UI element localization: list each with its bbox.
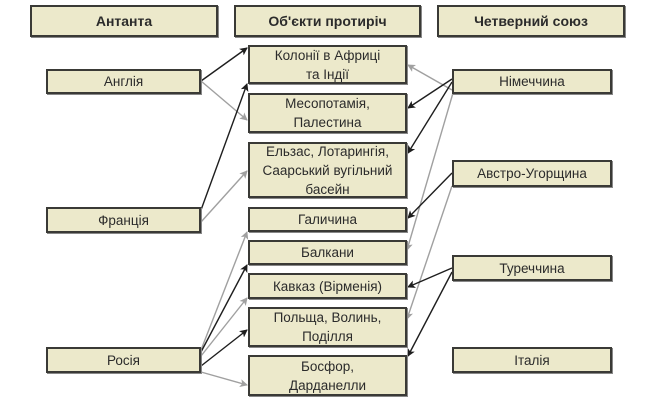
arrow-england-mesopotamia [200,80,248,121]
object-alsace: Ельзас, Лотарингія, Саарський вугільний … [248,142,407,198]
arrow-austria-poland [405,185,453,320]
arrow-germany-colonies [407,64,453,91]
arrow-russia-galicia [200,231,249,351]
country-turkey: Туреччина [452,255,612,281]
object-bosporus: Босфор, Дарданелли [248,355,407,396]
arrow-russia-caucasus [200,297,248,357]
country-italy: Італія [452,347,612,373]
arrow-russia-poland [200,329,248,367]
country-france: Франція [46,207,201,233]
object-mesopotamia: Месопотамія, Палестина [248,93,407,133]
arrow-france-colonies [200,83,249,211]
arrow-russia-bosporus [200,371,248,387]
header-quadruple-alliance: Четверний союз [437,5,625,37]
object-colonies: Колонії в Африці та Індії [248,45,407,84]
object-caucasus: Кавказ (Вірменія) [248,273,407,299]
arrow-germany-balkans [405,92,454,251]
arrow-germany-mesopotamia [407,78,453,109]
object-balkans: Балкани [248,240,407,265]
object-poland: Польща, Волинь, Поділля [248,307,407,347]
country-austria-hungary: Австро-Угорщина [452,160,612,187]
object-galicia: Галичина [248,207,407,232]
header-objects: Об'єкти протиріч [234,5,421,37]
arrow-germany-alsace [407,81,453,154]
header-entente: Антанта [30,5,218,37]
country-germany: Німеччина [452,69,612,94]
arrow-turkey-caucasus [407,267,453,288]
arrow-england-colonies [200,47,248,82]
arrow-russia-balkans [200,264,248,353]
country-russia: Росія [46,347,201,373]
arrow-turkey-bosporus [407,271,453,357]
arrow-france-alsace [200,170,248,223]
country-england: Англія [46,69,201,94]
arrow-austria-galicia [407,172,453,219]
